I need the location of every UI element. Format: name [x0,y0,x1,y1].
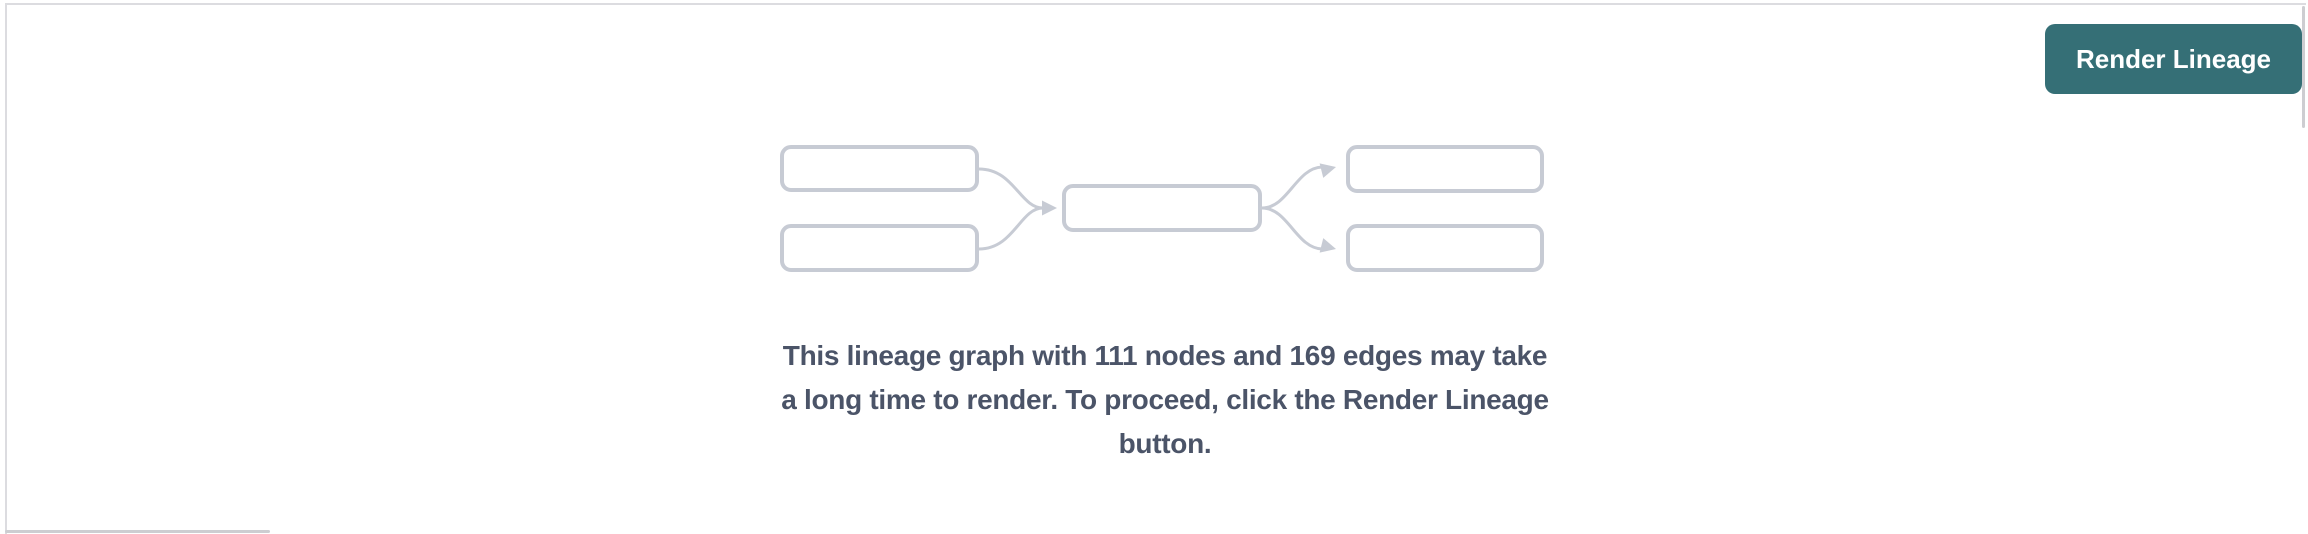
arrowhead-into-middle [1042,200,1057,216]
render-warning-message: This lineage graph with 111 nodes and 16… [765,334,1565,466]
render-lineage-button[interactable]: Render Lineage [2045,24,2302,94]
edge-middle-to-right-bottom [1260,206,1324,251]
arrowhead-into-right-bottom [1319,238,1336,253]
edge-left-top-to-middle [977,167,1045,210]
render-warning-line-2: a long time to render. To proceed, click… [781,384,1549,415]
edge-left-bottom-to-middle [977,206,1045,251]
render-warning-line-1: This lineage graph with 111 nodes and 16… [782,340,1548,371]
node-box-right-bottom [1346,224,1544,272]
render-warning-line-3: button. [1118,428,1212,459]
edge-middle-to-right-top [1260,165,1324,210]
lineage-graph-illustration [780,145,1544,272]
node-box-left-top [780,145,979,192]
lineage-viewport-panel: Render Lineage This lineage graph with 1… [5,3,2306,534]
node-box-left-bottom [780,224,979,272]
vertical-scrollbar-thumb[interactable] [2302,6,2305,128]
node-box-middle [1062,184,1262,232]
horizontal-scrollbar-thumb[interactable] [5,530,270,533]
node-box-right-top [1346,145,1544,193]
arrowhead-into-right-top [1319,163,1336,178]
